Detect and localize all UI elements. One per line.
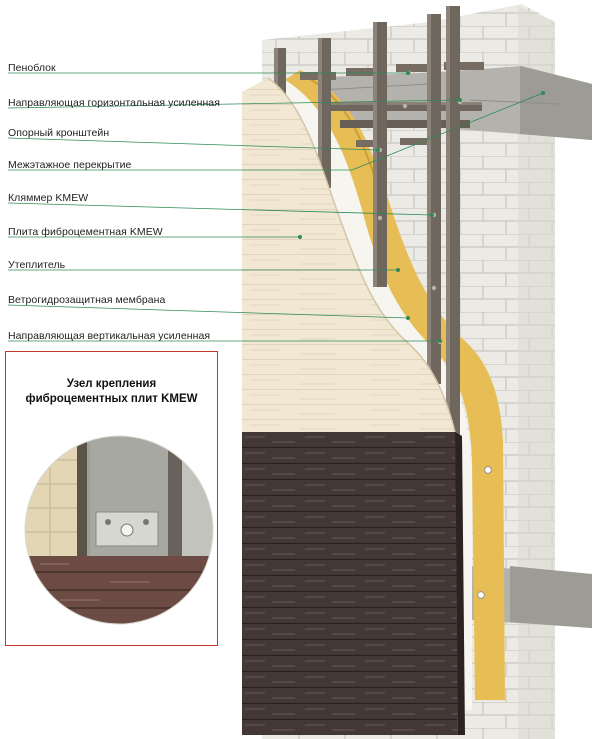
label-insulation: Утеплитель (8, 259, 66, 271)
detail-inset-title-line1: Узел крепления (66, 378, 157, 390)
label-membrane: Ветрогидрозащитная мембрана (8, 294, 166, 306)
label-horizontal-guide: Направляющая горизонтальная усиленная (8, 97, 220, 109)
label-clip-kmew: Кляммер KMEW (8, 192, 89, 204)
label-support-bracket: Опорный кронштейн (8, 127, 110, 139)
leader-line-dots (298, 71, 545, 343)
detail-inset-title-line2: фиброцементных плит KMEW (25, 393, 198, 405)
fiber-cement-panel-cream (242, 77, 456, 433)
fiber-cement-panel-dark (242, 432, 465, 735)
callout-leader-lines (7, 72, 544, 342)
label-floor-slab: Межэтажное перекрытие (8, 159, 132, 171)
label-fiber-cement-panel: Плита фиброцементная KMEW (8, 226, 163, 238)
detail-inset-title: Узел крепления фиброцементных плит KMEW (5, 377, 218, 407)
vertical-guide-rail (274, 6, 460, 718)
label-foam-block: Пеноблок (8, 62, 56, 74)
horizontal-guide-rail (322, 102, 482, 128)
label-vertical-guide: Направляющая вертикальная усиленная (8, 330, 211, 342)
